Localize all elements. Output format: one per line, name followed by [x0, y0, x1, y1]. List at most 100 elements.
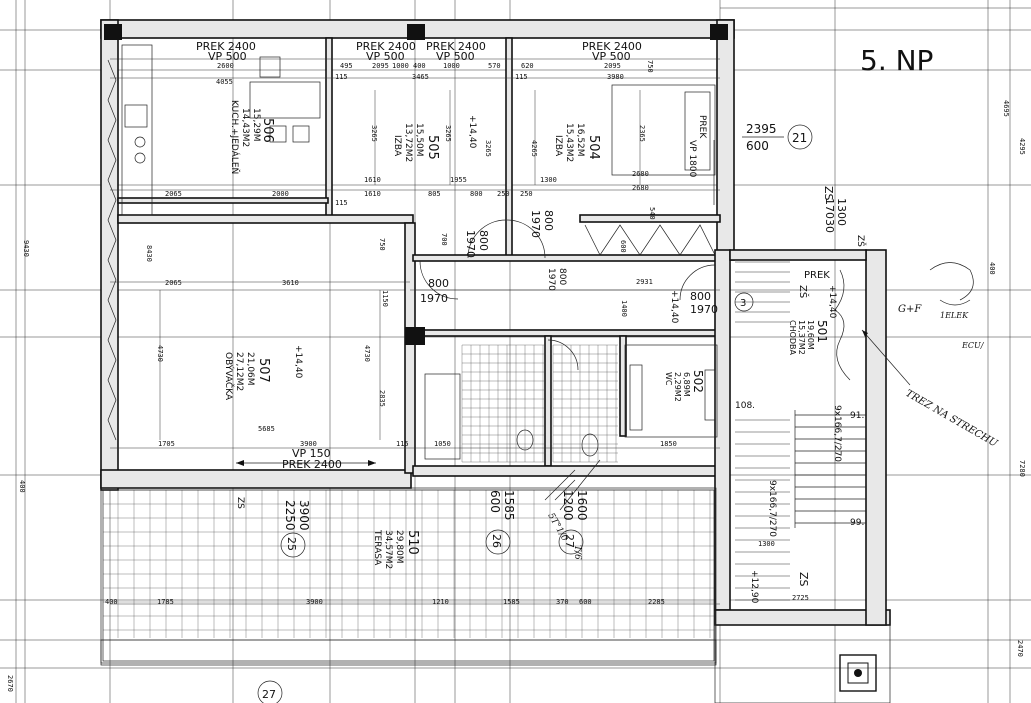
svg-text:1200: 1200 — [561, 490, 575, 521]
svg-text:370: 370 — [556, 598, 569, 606]
svg-text:26: 26 — [490, 534, 503, 548]
room-number: 502 — [691, 370, 705, 393]
room-number: 510 — [405, 530, 420, 555]
terrace-paving — [103, 489, 714, 638]
svg-text:2065: 2065 — [165, 190, 182, 198]
room-number: 504 — [586, 135, 601, 160]
door-mark: 800 — [557, 268, 567, 285]
stair-steps: 9x166,7/270 — [767, 480, 777, 537]
door-mark: 1970 — [529, 210, 542, 238]
svg-text:750: 750 — [646, 60, 654, 73]
svg-text:2365: 2365 — [638, 125, 646, 142]
handwritten-note: ECU/ — [961, 341, 985, 350]
svg-text:2470: 2470 — [1016, 640, 1024, 657]
svg-text:115: 115 — [335, 73, 348, 81]
svg-text:2250: 2250 — [283, 500, 297, 531]
level-mark: +12,90 — [749, 570, 759, 604]
svg-text:495: 495 — [340, 62, 353, 70]
svg-text:2931: 2931 — [636, 278, 653, 286]
room-name: OBÝVAČKA — [223, 352, 235, 401]
svg-text:3980: 3980 — [607, 73, 624, 81]
svg-text:600: 600 — [746, 139, 769, 153]
window-mark: VP 500 — [592, 50, 631, 63]
svg-text:1970: 1970 — [690, 303, 718, 316]
svg-text:400: 400 — [105, 598, 118, 606]
svg-text:2095: 2095 — [372, 62, 389, 70]
room-name: IZBA — [392, 135, 402, 157]
svg-text:400: 400 — [988, 262, 996, 275]
tag-27-bottom: 27 — [257, 680, 283, 703]
window-mark: PREK — [697, 115, 707, 139]
room-number: 505 — [425, 135, 440, 160]
level-mark: +14,40 — [827, 285, 837, 319]
stair-label: 1300 — [835, 198, 848, 226]
room-area: 15,37M2 — [797, 320, 806, 355]
room-perimeter: 15,50M — [414, 123, 424, 157]
svg-text:3: 3 — [740, 298, 746, 309]
tag-27: 1600 1200 27 — [558, 490, 589, 555]
svg-text:115: 115 — [396, 440, 409, 448]
door-mark: 1970 — [464, 230, 477, 258]
svg-text:5685: 5685 — [258, 425, 275, 433]
svg-text:1600: 1600 — [575, 490, 589, 521]
svg-text:750: 750 — [378, 238, 386, 251]
level-mark: +14,40 — [467, 115, 477, 149]
svg-text:1400: 1400 — [620, 300, 628, 317]
svg-text:2670: 2670 — [6, 675, 14, 692]
svg-text:27: 27 — [262, 688, 276, 701]
room-number: 507 — [256, 358, 271, 383]
svg-text:1000: 1000 — [443, 62, 460, 70]
svg-text:250: 250 — [520, 190, 533, 198]
svg-text:700: 700 — [440, 233, 448, 246]
svg-text:1050: 1050 — [434, 440, 451, 448]
room-perimeter: 19,60M — [806, 320, 815, 350]
tag-3: 800 1970 3 — [690, 290, 754, 316]
svg-text:400: 400 — [413, 62, 426, 70]
room-perimeter: 16,52M — [575, 123, 585, 157]
room-perimeter: 29,80M — [394, 530, 404, 564]
svg-text:8430: 8430 — [145, 245, 153, 262]
room-perimeter: 6,89M — [682, 372, 691, 397]
room-area: 15,43M2 — [564, 123, 574, 162]
room-area: 14,43M2 — [240, 108, 250, 147]
room-name: CHODBA — [788, 320, 797, 356]
door-mark: 800 — [477, 230, 490, 251]
room-perimeter: 21,06M — [245, 352, 255, 386]
svg-text:2285: 2285 — [648, 598, 665, 606]
handwritten-note: T/6 — [572, 545, 582, 560]
svg-text:1705: 1705 — [158, 440, 175, 448]
window-mark: PREK 2400 — [282, 458, 342, 471]
room-area: 2,29M2 — [673, 372, 682, 402]
svg-text:2395: 2395 — [746, 122, 777, 136]
columns — [104, 24, 877, 692]
svg-text:250: 250 — [497, 190, 510, 198]
stair-number: 99. — [850, 518, 864, 528]
svg-text:2680: 2680 — [632, 184, 649, 192]
window-mark: PREK 2400 — [356, 40, 416, 53]
svg-text:4695: 4695 — [1002, 100, 1010, 117]
handwritten-note: 1ELEK — [940, 311, 969, 320]
svg-text:2600: 2600 — [217, 62, 234, 70]
zs-label: ZS — [235, 497, 245, 509]
window-mark: VP 500 — [208, 50, 247, 63]
svg-text:27: 27 — [563, 534, 576, 548]
svg-text:4295: 4295 — [1018, 138, 1026, 155]
svg-text:21: 21 — [792, 131, 807, 145]
svg-text:1785: 1785 — [157, 598, 174, 606]
svg-text:2680: 2680 — [632, 170, 649, 178]
svg-text:1210: 1210 — [432, 598, 449, 606]
zs-label: ZŠ — [855, 235, 867, 247]
room-area: 13,72M2 — [403, 123, 413, 162]
svg-text:540: 540 — [648, 207, 656, 220]
svg-text:2000: 2000 — [272, 190, 289, 198]
room-name: TERASA — [372, 529, 382, 566]
svg-text:2065: 2065 — [165, 279, 182, 287]
room-area: 34,57M2 — [383, 530, 393, 569]
room-name: IZBA — [553, 135, 563, 157]
svg-text:800: 800 — [690, 290, 711, 303]
interior-details — [107, 44, 974, 605]
svg-text:600: 600 — [488, 490, 502, 513]
svg-text:1610: 1610 — [364, 190, 381, 198]
svg-text:3900: 3900 — [300, 440, 317, 448]
